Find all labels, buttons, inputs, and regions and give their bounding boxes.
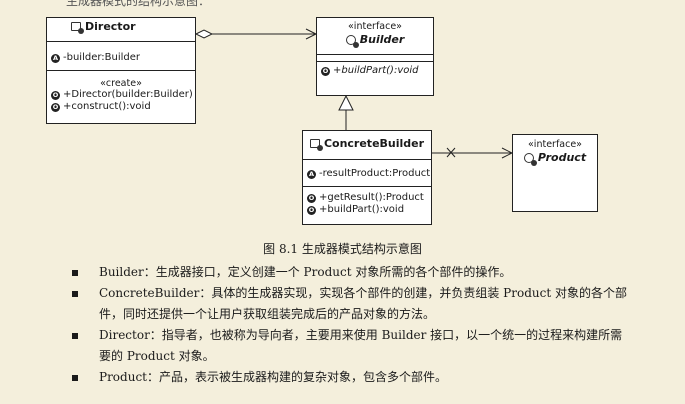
product-header: Product	[513, 150, 597, 166]
bullet-item-builder: Builder：生成器接口，定义创建一个 Product 对象所需的各个部件的操…	[72, 262, 632, 283]
builder-name: Builder	[359, 33, 405, 46]
builder-attributes	[317, 54, 433, 61]
non-navigable-x-2	[446, 147, 456, 158]
concrete-builder-attributes: A -resultProduct:Product	[303, 159, 431, 186]
builder-interface: «interface» Builder O +buildPart():void	[316, 17, 434, 96]
private-field-icon: A	[51, 53, 60, 63]
builder-stereotype: «interface»	[348, 21, 402, 32]
figure-caption: 图 8.1 生成器模式结构示意图	[263, 242, 422, 256]
director-attribute-row: A -builder:Builder	[51, 52, 191, 64]
realization-triangle	[338, 94, 354, 111]
concrete-builder-attribute: -resultProduct:Product	[319, 168, 431, 179]
bullet-list: Builder：生成器接口，定义创建一个 Product 对象所需的各个部件的操…	[72, 262, 632, 388]
public-method-icon: O	[51, 102, 60, 112]
builder-method: +buildPart():void	[333, 65, 419, 76]
build-part-row: O +buildPart():void	[307, 204, 427, 216]
aggregation-diamond	[194, 29, 214, 39]
product-name: Product	[537, 151, 587, 164]
concrete-builder-class: ConcreteBuilder A -resultProduct:Product…	[302, 130, 432, 225]
director-name: Director	[85, 20, 136, 33]
get-result-method: +getResult():Product	[319, 192, 424, 203]
product-interface: «interface» Product	[512, 134, 598, 212]
bullet-text: Builder：生成器接口，定义创建一个 Product 对象所需的各个部件的操…	[99, 265, 512, 279]
bullet-marker	[72, 270, 78, 276]
top-text: 生成器模式的结构示意图：	[66, 0, 211, 8]
director-method: +construct():void	[63, 101, 151, 112]
bullet-marker	[72, 291, 78, 297]
director-header: Director	[47, 18, 195, 35]
private-field-icon: A	[307, 169, 316, 179]
bullet-item-concrete-builder: ConcreteBuilder：具体的生成器实现，实现各个部件的创建，并负责组装…	[72, 283, 632, 325]
concrete-builder-attribute-row: A -resultProduct:Product	[307, 168, 431, 180]
get-result-row: O +getResult():Product	[307, 192, 427, 204]
builder-method-row: O +buildPart():void	[321, 65, 429, 77]
bullet-text: Product：产品，表示被生成器构建的复杂对象，包含多个部件。	[99, 370, 447, 384]
concrete-builder-name: ConcreteBuilder	[323, 137, 425, 150]
director-constructor: +Director(builder:Builder)	[63, 89, 193, 100]
bullet-text: Director：指导者，也被称为导向者，主要用来使用 Builder 接口，以…	[99, 328, 623, 363]
concrete-builder-operations: O +getResult():Product O +buildPart():vo…	[303, 186, 431, 219]
director-attribute: -builder:Builder	[63, 52, 141, 63]
director-constructor-row: O +Director(builder:Builder)	[51, 89, 193, 101]
bullet-text: ConcreteBuilder：具体的生成器实现，实现各个部件的创建，并负责组装…	[99, 286, 627, 321]
director-attributes: A -builder:Builder	[47, 41, 195, 70]
uml-connectors	[194, 28, 514, 159]
class-icon	[309, 139, 323, 151]
public-method-icon: O	[307, 205, 316, 215]
public-method-icon: O	[321, 66, 330, 76]
bullet-marker	[72, 375, 78, 381]
concrete-builder-header: ConcreteBuilder	[303, 131, 431, 152]
director-class: Director A -builder:Builder «create» O +…	[46, 17, 196, 124]
director-operations: «create» O +Director(builder:Builder) O …	[47, 70, 195, 116]
bullet-item-product: Product：产品，表示被生成器构建的复杂对象，包含多个部件。	[72, 367, 632, 388]
builder-header: Builder	[317, 32, 433, 48]
product-stereotype: «interface»	[528, 139, 582, 150]
builder-operations: O +buildPart():void	[317, 61, 433, 80]
create-stereotype: «create»	[100, 78, 142, 89]
class-icon	[71, 22, 84, 34]
director-method-row: O +construct():void	[51, 101, 191, 113]
public-method-icon: O	[307, 193, 316, 203]
build-part-method: +buildPart():void	[319, 204, 405, 215]
bullet-marker	[72, 333, 78, 339]
public-method-icon: O	[51, 90, 60, 100]
interface-icon	[345, 34, 359, 48]
interface-icon	[523, 152, 537, 166]
bullet-item-director: Director：指导者，也被称为导向者，主要用来使用 Builder 接口，以…	[72, 325, 632, 367]
